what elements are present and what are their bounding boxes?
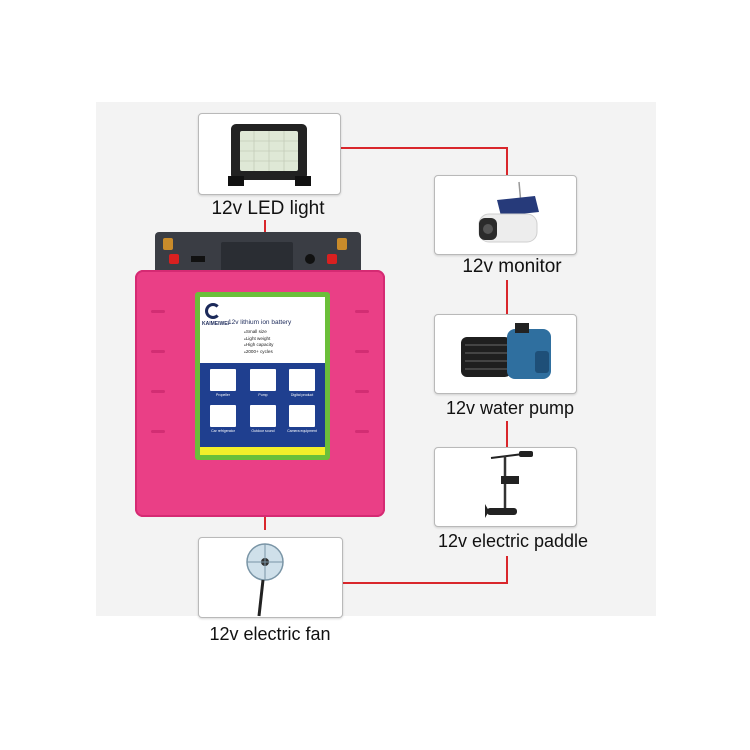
brand-logo-icon <box>205 303 221 319</box>
led-light-caption: 12v LED light <box>211 198 325 219</box>
lithium-battery: KAIMEIWEI 12v lithium ion battery Small … <box>135 232 385 517</box>
usb-port-icon <box>191 256 205 262</box>
electric-fan-card <box>198 537 343 618</box>
application-caption: Car refrigerator <box>211 429 235 433</box>
label-title: 12v lithium ion battery <box>228 319 292 326</box>
application-tile <box>289 405 315 427</box>
application-caption: Camera equipment <box>287 429 317 433</box>
electric-paddle-card <box>434 447 577 527</box>
application-caption: Outdoor sound <box>251 429 275 433</box>
water-pump-icon <box>461 323 551 379</box>
wire-led-to-monitor-drop <box>506 147 508 175</box>
application-caption: Pump <box>258 393 268 397</box>
application-caption: Digital product <box>290 393 314 397</box>
battery-label: KAIMEIWEI 12v lithium ion battery Small … <box>195 292 330 460</box>
feature-item: 2000+ cycles <box>244 349 273 356</box>
led-light-card <box>198 113 341 195</box>
wire-led-to-battery <box>264 220 266 234</box>
wire-paddle-down <box>506 556 508 584</box>
ridge <box>355 390 369 393</box>
application-tile <box>250 405 276 427</box>
ridge <box>355 430 369 433</box>
wire-battery-to-fan <box>264 512 266 530</box>
wire-paddle-to-fan <box>342 582 508 584</box>
wire-led-to-monitor <box>340 147 508 149</box>
monitor-card <box>434 175 577 255</box>
feature-item: High capacity <box>244 342 274 349</box>
switch-left-icon <box>169 254 179 264</box>
application-tile <box>289 369 315 391</box>
water-pump-caption: 12v water pump <box>445 398 575 418</box>
handle-recess <box>221 242 293 272</box>
dc-port-icon <box>305 254 315 264</box>
ridge <box>355 310 369 313</box>
application-grid: Propeller Pump Digital product Car refri… <box>200 363 325 447</box>
feature-item: Light weight <box>244 336 273 343</box>
switch-right-icon <box>327 254 337 264</box>
floodlight-icon <box>228 124 311 186</box>
application-tile <box>210 405 236 427</box>
standing-fan-icon <box>246 543 284 617</box>
security-camera-icon <box>478 181 539 243</box>
feature-list: Small size Light weight High capacity 20… <box>244 329 274 356</box>
application-caption: Propeller <box>215 393 231 397</box>
water-pump-card <box>434 314 577 394</box>
monitor-caption: 12v monitor <box>462 256 562 277</box>
terminal-right-icon <box>337 238 347 250</box>
ridge <box>355 350 369 353</box>
application-tile <box>210 369 236 391</box>
trolling-motor-icon <box>485 451 533 518</box>
wire-pump-to-paddle <box>506 421 508 447</box>
application-tile <box>250 369 276 391</box>
terminal-left-icon <box>163 238 173 250</box>
electric-paddle-caption: 12v electric paddle <box>437 531 589 551</box>
wire-monitor-to-pump <box>506 280 508 314</box>
battery-label-inner: KAIMEIWEI 12v lithium ion battery Small … <box>200 297 325 455</box>
ridge <box>151 390 165 393</box>
brand-name: KAIMEIWEI <box>202 321 229 327</box>
label-footer <box>200 447 325 455</box>
ridge <box>151 430 165 433</box>
ridge <box>151 350 165 353</box>
feature-item: Small size <box>244 329 273 336</box>
ridge <box>151 310 165 313</box>
electric-fan-caption: 12v electric fan <box>209 624 331 644</box>
